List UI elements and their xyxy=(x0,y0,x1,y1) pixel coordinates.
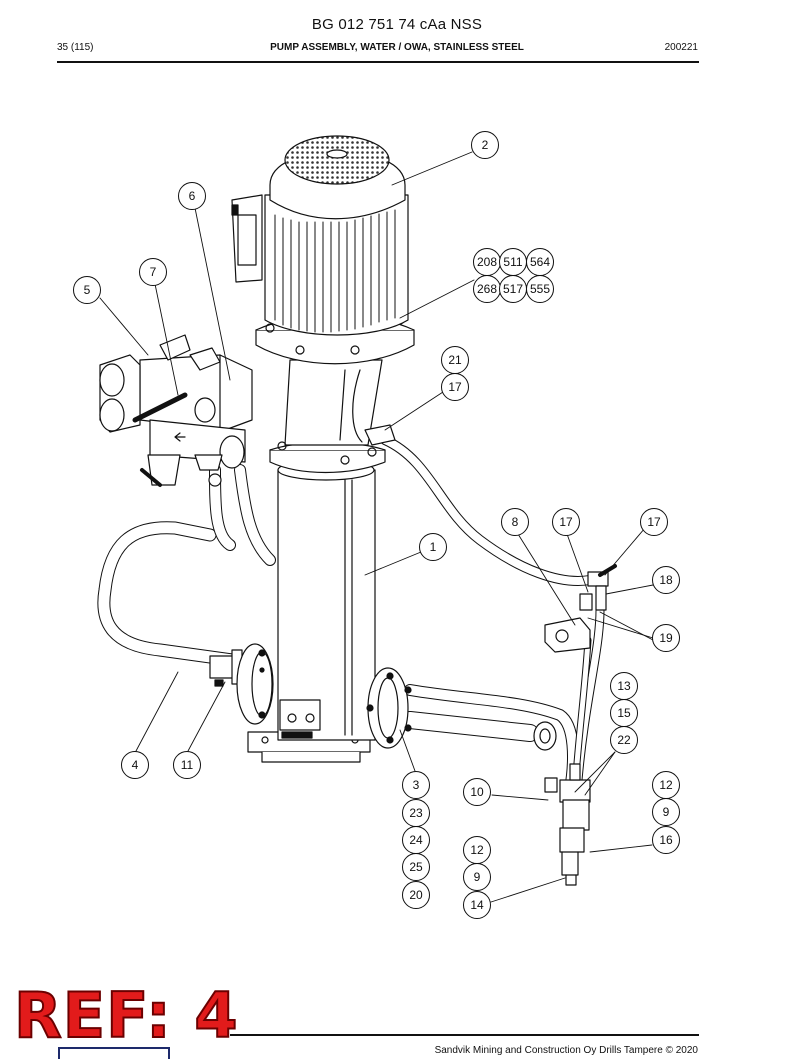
reference-stamp: REF: 4 xyxy=(13,979,239,1052)
callout-balloon: 17 xyxy=(640,508,668,536)
callout-balloon: 1 xyxy=(419,533,447,561)
callout-balloon: 12 xyxy=(463,836,491,864)
pressure-switch-assembly xyxy=(364,424,617,653)
callout-balloon: 3 xyxy=(402,771,430,799)
callout-balloon: 517 xyxy=(499,275,527,303)
callout-balloon: 11 xyxy=(173,751,201,779)
callout-balloon: 16 xyxy=(652,826,680,854)
callout-balloon: 13 xyxy=(610,672,638,700)
motor-adaptor xyxy=(269,359,386,474)
suction-flange xyxy=(236,643,274,725)
lower-valve-assembly xyxy=(544,763,591,886)
discharge-pipes xyxy=(380,435,605,796)
pump-column xyxy=(277,459,376,741)
electric-motor xyxy=(231,135,415,365)
document-title: BG 012 751 74 cAa NSS xyxy=(311,16,483,33)
callout-balloon: 25 xyxy=(402,853,430,881)
callout-balloon: 20 xyxy=(402,881,430,909)
callout-balloon: 4 xyxy=(121,751,149,779)
valve-block xyxy=(99,334,253,487)
page-number: 35 (115) xyxy=(57,42,94,53)
section-title: PUMP ASSEMBLY, WATER / OWA, STAINLESS ST… xyxy=(270,42,524,53)
callout-balloon: 5 xyxy=(73,276,101,304)
callout-balloon: 23 xyxy=(402,799,430,827)
footer-copyright: Sandvik Mining and Construction Oy Drill… xyxy=(434,1045,698,1056)
callout-balloon: 9 xyxy=(463,863,491,891)
footer-rule xyxy=(230,1034,699,1036)
callout-balloon: 17 xyxy=(552,508,580,536)
callout-balloon: 10 xyxy=(463,778,491,806)
callout-balloon: 2 xyxy=(471,131,499,159)
callout-balloon: 19 xyxy=(652,624,680,652)
document-date: 200221 xyxy=(664,42,698,53)
callout-balloon: 9 xyxy=(652,798,680,826)
callout-balloon: 208 xyxy=(473,248,501,276)
callout-balloon: 511 xyxy=(499,248,527,276)
callout-balloon: 555 xyxy=(526,275,554,303)
callout-balloon: 12 xyxy=(652,771,680,799)
callout-balloon: 6 xyxy=(178,182,206,210)
header-rule xyxy=(57,61,699,63)
discharge-flange xyxy=(366,667,412,749)
callout-balloon: 7 xyxy=(139,258,167,286)
callout-balloon: 18 xyxy=(652,566,680,594)
callout-balloon: 14 xyxy=(463,891,491,919)
callout-balloon: 564 xyxy=(526,248,554,276)
callout-balloon: 268 xyxy=(473,275,501,303)
leader-lines xyxy=(99,151,654,903)
callout-balloon: 24 xyxy=(402,826,430,854)
callout-balloon: 21 xyxy=(441,346,469,374)
callout-balloon: 8 xyxy=(501,508,529,536)
callout-balloon: 22 xyxy=(610,726,638,754)
callout-balloon: 15 xyxy=(610,699,638,727)
callout-balloon: 17 xyxy=(441,373,469,401)
company-logo xyxy=(58,1047,170,1059)
